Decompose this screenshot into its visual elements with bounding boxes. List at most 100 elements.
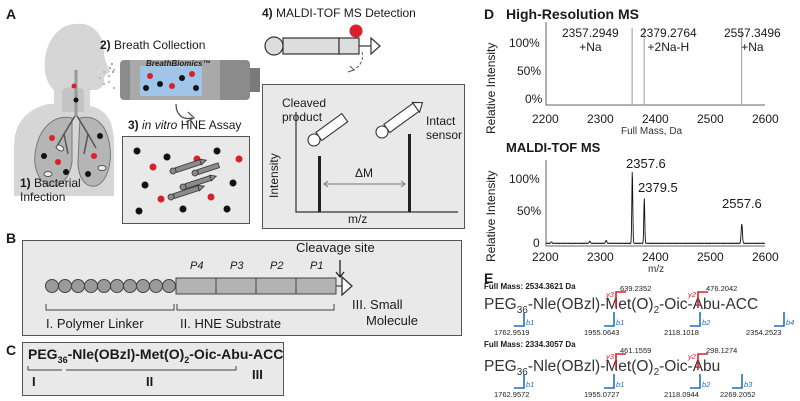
e2-mass-4: 2269.2052 (720, 390, 756, 399)
maldi-trace (545, 171, 766, 245)
e1-y2: y2 (688, 290, 696, 299)
hr-peak-label-3: 2557.3496+Na (724, 26, 781, 54)
e2-met-sub: 2 (653, 367, 660, 379)
body-lungs-illustration (14, 23, 114, 196)
hr-peaks (631, 28, 743, 105)
e1-b1: b1 (526, 318, 535, 327)
step2-text: 2) Breath Collection (100, 38, 205, 52)
delta-m-label: ΔM (355, 166, 374, 180)
intact-sensor-label: Intact sensor (426, 114, 462, 142)
p2-label: P2 (270, 260, 283, 272)
hr-ytick-0: 0% (525, 92, 543, 106)
step3-text: 3) in vitro HNE Assay (128, 118, 241, 132)
maldi-schematic (295, 101, 458, 213)
schematic-y-label: Intensity (267, 153, 281, 198)
p4-label: P4 (190, 260, 203, 272)
seq-end: -Oic-Abu-ACC (189, 346, 284, 362)
e1-mass-2: 1955.0643 (584, 328, 620, 337)
intact-line1: Intact (426, 114, 456, 128)
e1-sequence: PEG36-Nle(OBzl)-Met(O)2-Oic-Abu-ACC (484, 296, 758, 316)
sequence-text: PEG36-Nle(OBzl)-Met(O)2-Oic-Abu-ACC (28, 346, 283, 365)
maldi-peak-label-1: 2357.6 (626, 156, 666, 171)
p1-label: P1 (310, 260, 323, 272)
cleaved-product-label: Cleaved product (282, 96, 326, 124)
seq-met-sub: 2 (184, 354, 190, 365)
e2-b1-second: b1 (616, 380, 625, 389)
hr-peak1-mz: 2357.2949 (562, 26, 619, 40)
e2-b1: b1 (526, 380, 535, 389)
sequence-box (22, 342, 284, 396)
e2-y3-mz: 461.1559 (620, 346, 652, 355)
hr-xtick-2300: 2300 (587, 112, 614, 126)
panel-a-label: A (6, 6, 17, 22)
step1-number: 1) (20, 176, 31, 190)
step3-number: 3) (128, 118, 139, 132)
p1-text: P1 (310, 260, 324, 272)
maldi-xtick-2200: 2200 (532, 250, 559, 264)
maldi-xtick-2300: 2300 (587, 250, 614, 264)
e1-fragment-brackets (514, 291, 785, 327)
step3-italic: in vitro (142, 118, 178, 132)
e2-mass-2: 1955.0727 (584, 390, 620, 399)
hne-substrate-label: II. HNE Substrate (180, 316, 282, 331)
hr-xtick-2400: 2400 (642, 112, 669, 126)
hr-ytick-50: 50% (517, 64, 542, 78)
panel-e-label: E (484, 270, 494, 286)
p3-text: P3 (230, 260, 244, 272)
e1-y2-mz: 476.2042 (706, 284, 738, 293)
seq-mid: -Nle(OBzl)-Met(O) (67, 346, 185, 362)
maldi-ytick-100: 100% (509, 172, 540, 186)
part-i: I (32, 374, 36, 389)
e2-b2: b2 (702, 380, 711, 389)
e1-b4: b4 (786, 318, 795, 327)
e1-b1-second: b1 (616, 318, 625, 327)
hr-xtick-2500: 2500 (697, 112, 724, 126)
hr-peak-label-2: 2379.2764+2Na-H (640, 26, 697, 54)
hr-xlabel: Full Mass, Da (621, 126, 683, 137)
maldi-xlabel: m/z (648, 264, 665, 275)
e1-y3-mz: 639.2352 (620, 284, 652, 293)
device-brand: BreathBiomics™ (146, 59, 211, 68)
cleaved-line2: product (282, 110, 323, 124)
e2-b3: b3 (744, 380, 753, 389)
part-ii: II (146, 374, 154, 389)
maldi-xtick-2600: 2600 (752, 250, 779, 264)
maldi-peak-label-3: 2557.6 (722, 196, 762, 211)
hr-ylabel: Relative Intensity (484, 42, 498, 134)
e1-full-mass: Full Mass: 2534.3621 Da (484, 282, 576, 291)
part-iii: III (252, 367, 263, 382)
step2-label: Breath Collection (114, 38, 206, 52)
e2-y2: y2 (688, 352, 696, 361)
e1-b2: b2 (702, 318, 711, 327)
sensor-top-illustration (264, 24, 381, 73)
e2-nle: -Nle(OBzl)- (527, 358, 606, 375)
e2-y2-mz: 298.1274 (706, 346, 738, 355)
hr-peak1-ion: +Na (579, 40, 602, 54)
e2-mass-1: 1762.9572 (494, 390, 530, 399)
step4-number: 4) (262, 6, 273, 20)
e1-rest: -Oic-Abu-ACC (659, 296, 759, 313)
p3-label: P3 (230, 260, 243, 272)
e2-full-mass: Full Mass: 2334.3057 Da (484, 340, 576, 349)
cleaved-line1: Cleaved (282, 96, 327, 110)
panel-d-label: D (484, 6, 495, 22)
e2-rest: -Oic-Abu (659, 358, 721, 375)
e1-mass-4: 2354.2523 (746, 328, 782, 337)
hnE-assay-box (122, 136, 250, 224)
maldi-ytick-50: 50% (517, 204, 542, 218)
hr-peak2-ion: +2Na-H (647, 40, 690, 54)
seq-peg: PEG (28, 346, 58, 362)
small-line2: Molecule (366, 313, 419, 328)
maldi-ytick-0: 0 (533, 236, 540, 250)
small-molecule-label: III. Small Molecule (352, 297, 418, 329)
hr-ms-title: High-Resolution MS (506, 6, 639, 22)
e2-met: Met(O) (605, 358, 654, 375)
e2-fragment-brackets (514, 353, 743, 389)
step1-line1: Bacterial (34, 176, 81, 190)
assay-illustration (133, 147, 243, 215)
maldi-peak-label-2: 2379.5 (638, 180, 678, 195)
e2-peg-sub: 36 (516, 367, 528, 379)
curved-arrow-icon (175, 103, 196, 123)
e1-y3: y3 (606, 290, 614, 299)
cleavage-site-label: Cleavage site (296, 240, 375, 255)
